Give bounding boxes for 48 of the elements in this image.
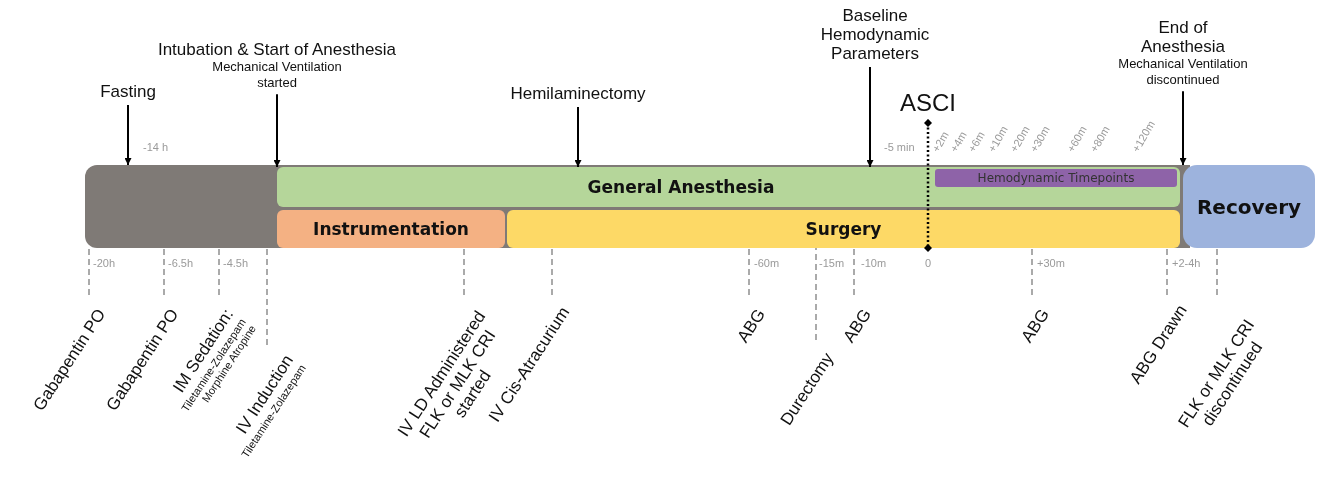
phase-bar xyxy=(277,167,1180,207)
phase-label: Instrumentation xyxy=(313,219,469,239)
leader-line xyxy=(815,247,817,341)
leader-line xyxy=(1031,247,1033,296)
phase-bar xyxy=(507,210,1180,248)
event-note: Mechanical Ventilation discontinued xyxy=(1117,56,1249,88)
time-label: 0 xyxy=(925,257,932,269)
leader-line xyxy=(163,247,165,296)
time-label: +2-4h xyxy=(1172,257,1201,269)
time-label: -60m xyxy=(754,257,780,269)
leader-line xyxy=(463,247,465,296)
timeline-bar xyxy=(85,165,1190,248)
time-label: -6.5h xyxy=(168,257,194,269)
event-label: Fasting xyxy=(100,82,156,102)
leader-line xyxy=(1216,247,1218,296)
phase-label: General Anesthesia xyxy=(587,177,775,197)
phase-label: Hemodynamic Timepoints xyxy=(977,171,1135,185)
time-label: -4.5h xyxy=(223,257,249,269)
arrow xyxy=(866,66,874,168)
time-label: -10m xyxy=(861,257,887,269)
event-label: Hemilaminectomy xyxy=(510,84,646,104)
arrow xyxy=(1179,90,1187,166)
phase-bar xyxy=(277,210,505,248)
arrow xyxy=(574,106,582,168)
time-label: +30m xyxy=(1037,257,1065,269)
event-label: End of Anesthesia xyxy=(1139,18,1227,57)
leader-line xyxy=(218,247,220,296)
event-label: Baseline Hemodynamic Parameters xyxy=(819,6,931,64)
time-label: -15m xyxy=(819,257,845,269)
phase-label: Recovery xyxy=(1196,194,1302,219)
time-label: -14 h xyxy=(143,141,169,153)
leader-line xyxy=(1166,247,1168,296)
arrow xyxy=(124,104,132,166)
leader-line xyxy=(748,247,750,296)
event-label: Intubation & Start of Anesthesia xyxy=(157,40,397,60)
time-label: -5 min xyxy=(884,141,915,153)
marker-line xyxy=(924,118,932,252)
event-marker-label: ASCI xyxy=(900,90,956,117)
leader-line xyxy=(266,247,268,346)
phase-bar xyxy=(935,169,1177,187)
phase-label: Surgery xyxy=(805,219,882,239)
phase-bar xyxy=(1183,165,1315,248)
arrow xyxy=(273,93,281,168)
leader-line xyxy=(88,247,90,296)
leader-line xyxy=(853,247,855,296)
time-label: -20h xyxy=(93,257,116,269)
event-note: Mechanical Ventilation started xyxy=(211,59,343,91)
leader-line xyxy=(551,247,553,296)
